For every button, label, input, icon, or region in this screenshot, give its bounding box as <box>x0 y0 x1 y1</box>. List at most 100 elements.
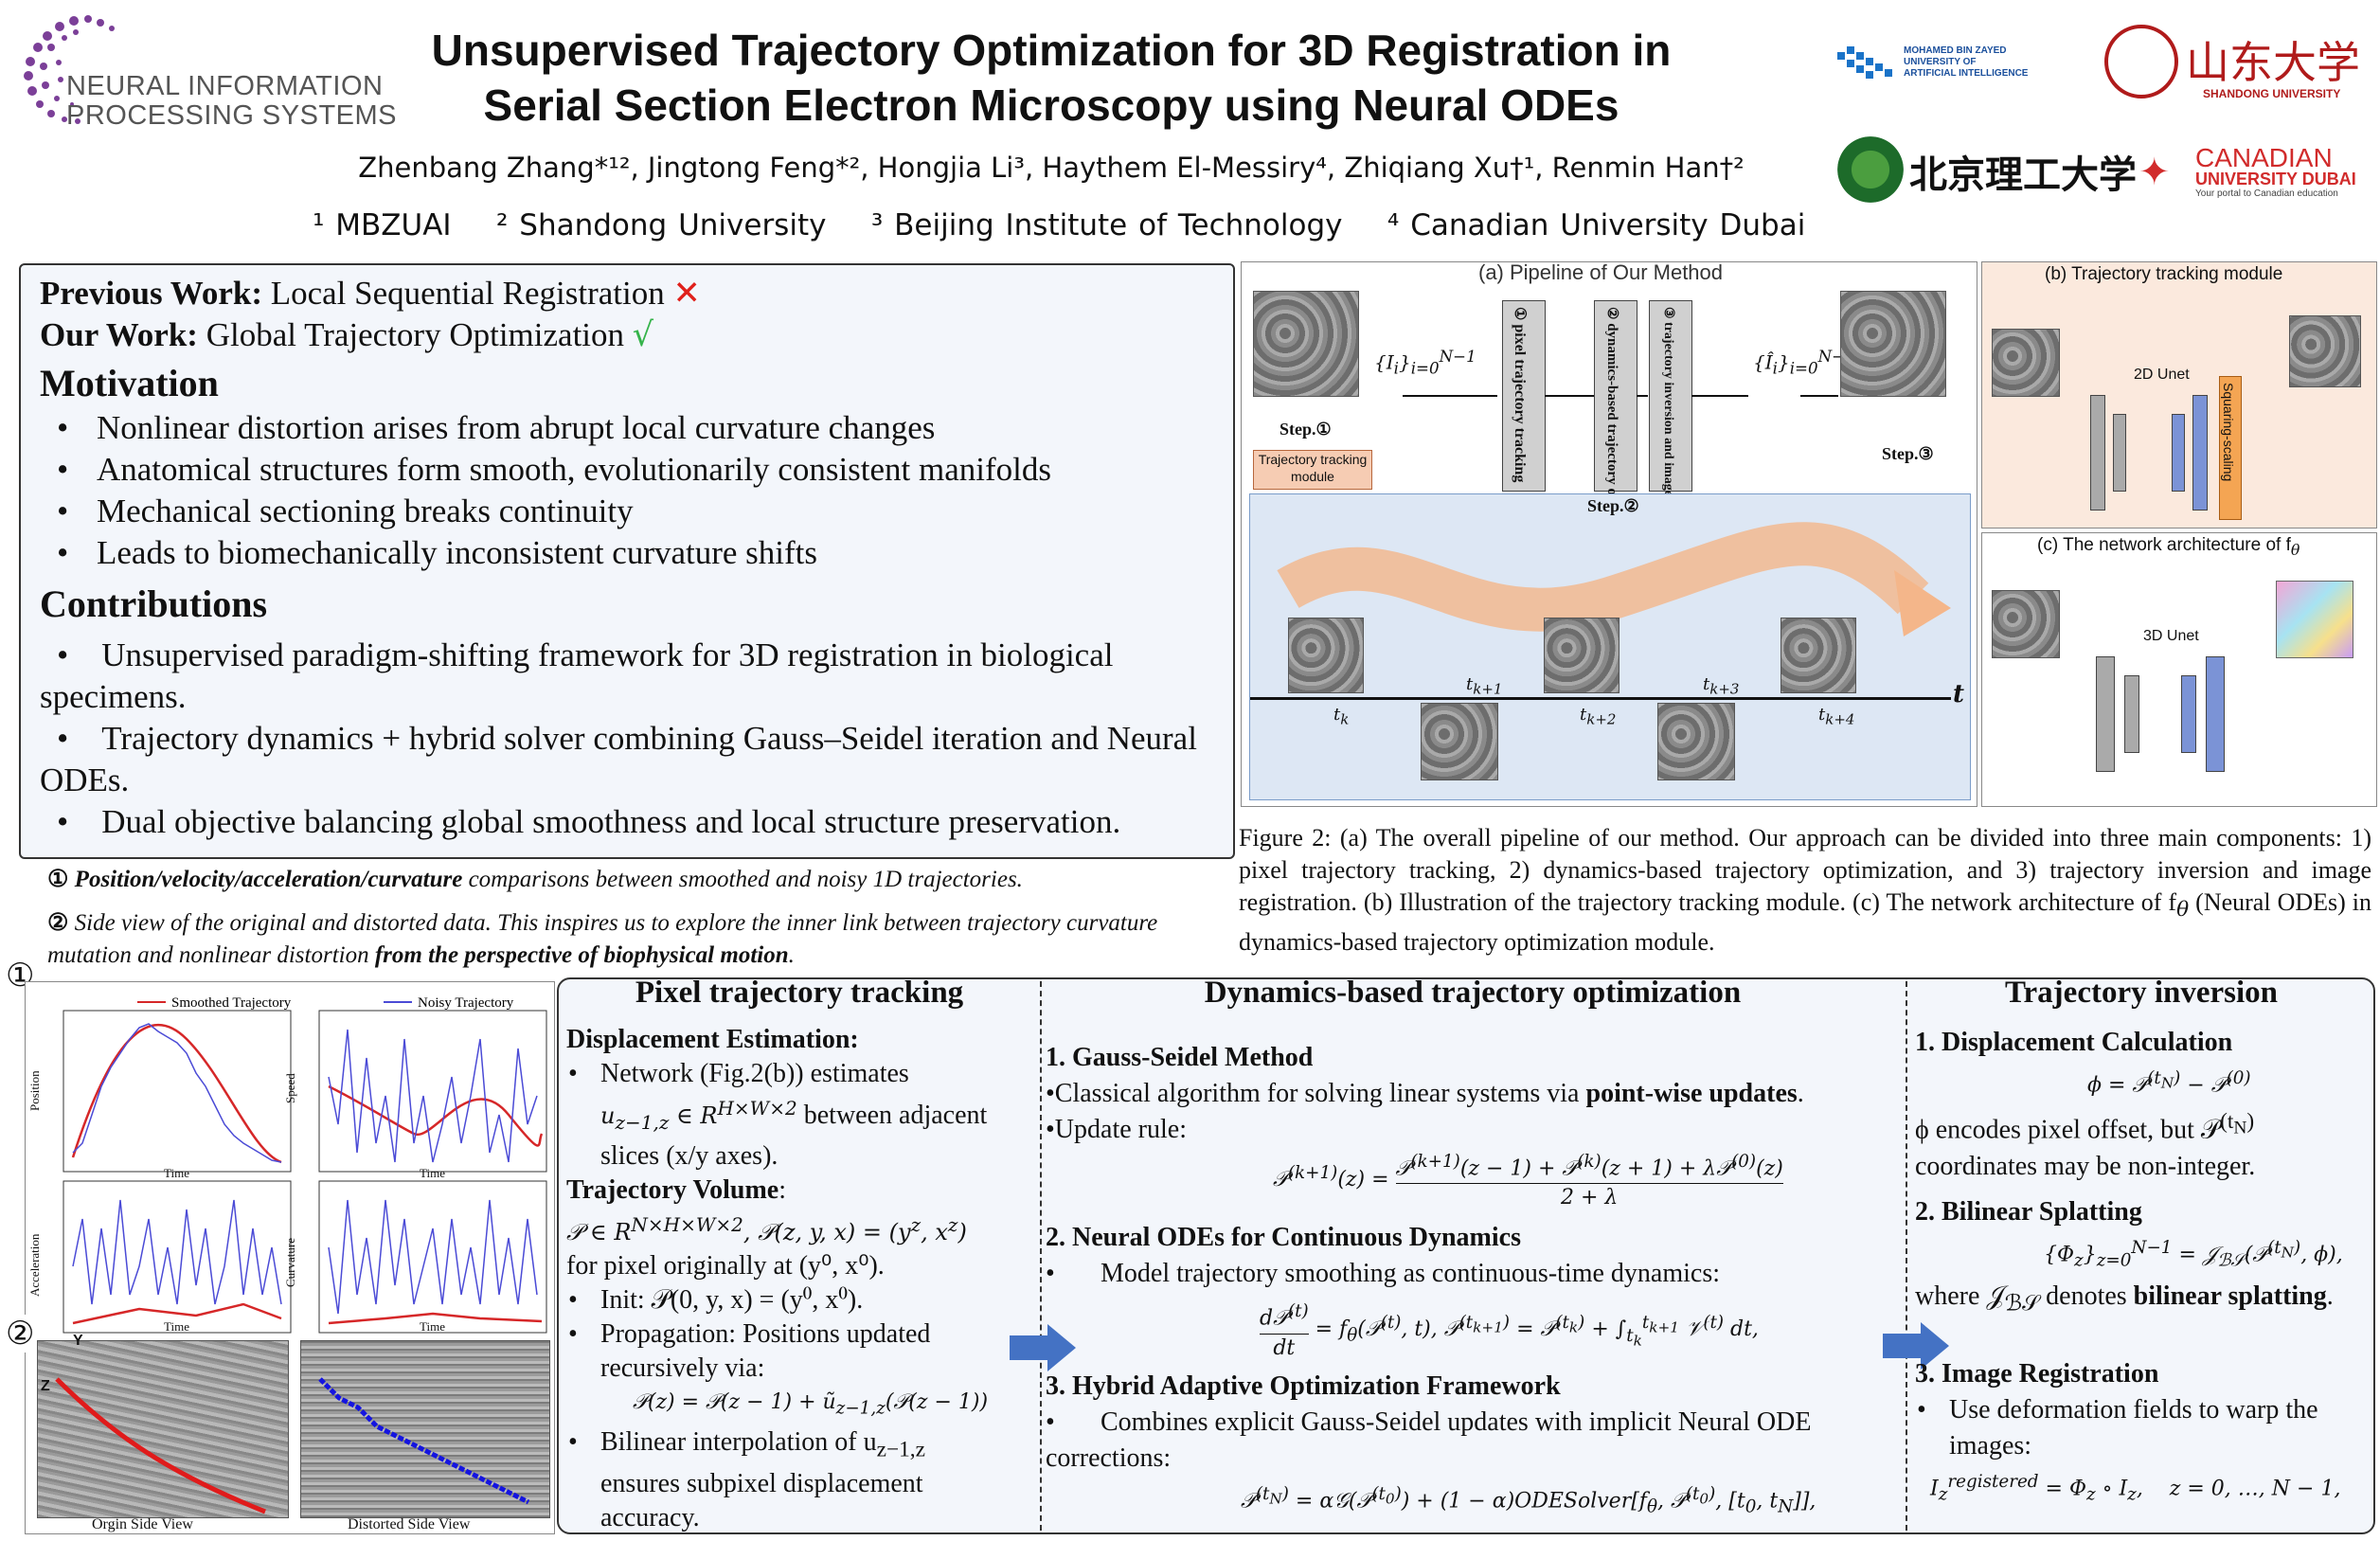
tick-tk2: tk+2 <box>1580 705 1617 728</box>
registration-item: • Use deformation fields to warp the ima… <box>1917 1394 2318 1460</box>
contribution-item: • Unsupervised paradigm-shifting framewo… <box>40 636 1114 715</box>
note2-text: Side view of the original and distorted … <box>47 910 1158 968</box>
ode-line1: •Model trajectory smoothing as continuou… <box>1046 1259 1720 1289</box>
contribution-text: Dual objective balancing global smoothne… <box>101 803 1121 840</box>
figure-2: (a) Pipeline of Our Method {Ii}i=0N−1 ① … <box>1241 260 2377 811</box>
volume-tk1 <box>1421 703 1498 780</box>
step1-label: Step.① <box>1279 420 1332 439</box>
previous-work-label: Previous Work: <box>40 275 262 312</box>
vol-line: for pixel originally at (y⁰, x⁰). <box>566 1250 885 1281</box>
splatting-heading: 2. Bilinear Splatting <box>1915 1196 2142 1227</box>
gs-line1-bold: point-wise updates <box>1585 1079 1798 1108</box>
bs-line-bold: bilinear splatting <box>2133 1281 2327 1312</box>
input-volume-image <box>1253 291 1359 397</box>
note1-marker: ① <box>47 867 69 892</box>
panel-b-title: (b) Trajectory tracking module <box>2045 264 2283 284</box>
prop-line2: recursively via: <box>600 1353 765 1383</box>
disp-line2: between adjacent <box>803 1101 988 1130</box>
init-text: Init: 𝒫(0, y, x) = (y⁰, x⁰). <box>600 1284 864 1315</box>
ir-line2: images: <box>1949 1430 2032 1460</box>
disp-calc-line1: ϕ encodes pixel offset, but 𝒫(tN) <box>1915 1109 2255 1145</box>
step2-region: Step.② t tk tk+1 tk+2 tk+3 tk+4 <box>1249 493 1971 800</box>
axis-y-label: Y <box>73 1333 83 1349</box>
output-volume-image <box>1840 291 1946 397</box>
init-item: •Init: 𝒫(0, y, x) = (y⁰, x⁰). <box>568 1284 864 1315</box>
affiliation-3: ³ Beijing Institute of Technology <box>870 208 1343 242</box>
distorted-side-view <box>300 1340 550 1518</box>
stage-1-label: ① pixel trajectory tracking <box>1512 307 1528 483</box>
gs-line1: •Classical algorithm for solving linear … <box>1046 1079 1804 1108</box>
velocity-field-image <box>2276 581 2353 658</box>
affiliations: ¹ MBZUAI ² Shandong University ³ Beijing… <box>313 208 1805 242</box>
figure-note-1: ① Position/velocity/acceleration/curvatu… <box>47 864 1241 896</box>
cud-tagline: Your portal to Canadian education <box>2195 188 2338 199</box>
registration-formula: Izregistered = Φz ∘ Iz, z = 0, …, N − 1, <box>1930 1471 2341 1505</box>
motivation-heading: Motivation <box>40 362 219 404</box>
panel-a: (a) Pipeline of Our Method {Ii}i=0N−1 ① … <box>1241 260 1977 807</box>
mbzuai-logo: MOHAMED BIN ZAYED UNIVERSITY OF ARTIFICI… <box>1837 38 2055 95</box>
axis-z-label: Z <box>41 1378 50 1394</box>
figure-note-2: ② Side view of the original and distorte… <box>47 907 1241 972</box>
ir-line1: Use deformation fields to warp the <box>1949 1394 2318 1425</box>
contribution-item: • Dual objective balancing global smooth… <box>57 803 1121 840</box>
unet2d-label: 2D Unet <box>2134 367 2190 383</box>
mbzuai-line1: MOHAMED BIN ZAYED <box>1904 45 2007 56</box>
caption-end: (Neural ODEs) in dynamics-based trajecto… <box>1239 888 2372 957</box>
plots-panel: Smoothed Trajectory Noisy Trajectory Pos… <box>25 981 555 1534</box>
column-divider-1 <box>1040 981 1042 1531</box>
disp-line1: Network (Fig.2(b)) estimates <box>600 1059 909 1088</box>
ylabel-acceleration: Acceleration <box>27 1233 42 1297</box>
propagation-item: • Propagation: Positions updated recursi… <box>568 1318 931 1383</box>
ylabel-position: Position <box>27 1070 42 1111</box>
propagation-formula: 𝒫(z) = 𝒫(z − 1) + ũz−1,z(𝒫(z − 1)) <box>633 1389 989 1419</box>
contribution-text: Trajectory dynamics + hybrid solver comb… <box>40 720 1197 798</box>
col1-title: Pixel trajectory tracking <box>635 976 964 1010</box>
bit-seal-icon <box>1837 136 1904 203</box>
affiliation-4: ⁴ Canadian University Dubai <box>1387 208 1806 242</box>
bilinear-item: • Bilinear interpolation of uz−1,z ensur… <box>568 1427 925 1532</box>
registration-heading: 3. Image Registration <box>1915 1358 2159 1389</box>
tracked-slice-image <box>2289 315 2361 387</box>
volume-tk <box>1288 618 1364 693</box>
splatting-line: where 𝒥ℬ𝒮 denotes bilinear splatting. <box>1915 1281 2334 1317</box>
figure-2-caption: Figure 2: (a) The overall pipeline of ou… <box>1239 824 2372 957</box>
plot-marker-2: ② <box>6 1315 35 1353</box>
neurips-dots-icon <box>24 15 115 124</box>
step2-label: Step.② <box>1587 496 1639 515</box>
step3-label: Step.③ <box>1882 444 1934 463</box>
hybrid-line1-text: Combines explicit Gauss-Seidel updates w… <box>1101 1407 1812 1437</box>
panel-c-title-text: (c) The network architecture of f <box>2037 535 2291 555</box>
neurips-line2: PROCESSING SYSTEMS <box>66 100 398 131</box>
mbzuai-line3: ARTIFICIAL INTELLIGENCE <box>1904 68 2029 79</box>
ode-formula: d𝒫(t)dt = fθ(𝒫(t), t), 𝒫(tk+1) = 𝒫(tk) +… <box>1046 1298 1904 1362</box>
dc-line1-text: ϕ encodes pixel offset, but 𝒫 <box>1915 1115 2221 1145</box>
trajectory-plots-chart: Smoothed Trajectory Noisy Trajectory <box>63 995 547 1334</box>
prop-line1: Propagation: Positions updated <box>600 1318 931 1349</box>
panel-c: (c) The network architecture of fθ 3D Un… <box>1981 532 2377 807</box>
hybrid-line1: •Combines explicit Gauss-Seidel updates … <box>1046 1407 1812 1437</box>
hybrid-formula: 𝒫(tN) = α𝒢(𝒫(t0)) + (1 − α)ODESolver[fθ,… <box>1241 1483 1816 1517</box>
tracking-module-box: Trajectory tracking module <box>1253 450 1372 490</box>
contributions-heading: Contributions <box>40 582 268 625</box>
displacement-text: • Network (Fig.2(b)) estimates uz−1,z ∈ … <box>568 1059 988 1171</box>
affiliation-1: ¹ MBZUAI <box>313 208 452 242</box>
origin-side-label: Orgin Side View <box>92 1516 193 1532</box>
slice-pair-image <box>1992 329 2060 397</box>
stage-3-box: ③ trajectory inversion and image registr… <box>1649 300 1692 565</box>
note2-end: . <box>788 942 795 968</box>
stage-1-box: ① pixel trajectory tracking <box>1502 300 1546 492</box>
neural-ode-heading: 2. Neural ODEs for Continuous Dynamics <box>1046 1223 1521 1253</box>
mbzuai-line2: UNIVERSITY OF <box>1904 57 1977 67</box>
sdu-cn-name: 山东大学 <box>2186 37 2360 88</box>
disp-line3: slices (x/y axes). <box>600 1140 778 1171</box>
unet3d-label: 3D Unet <box>2143 628 2199 644</box>
note1-bold: Position/velocity/acceleration/curvature <box>74 867 463 892</box>
tick-tk1: tk+1 <box>1466 674 1503 698</box>
method-panel <box>557 977 2375 1534</box>
volume-tk2 <box>1544 618 1619 693</box>
cross-icon: ✕ <box>672 275 701 313</box>
panel-c-input-volume <box>1992 590 2060 658</box>
our-work-line: Our Work: Global Trajectory Optimization… <box>40 314 1214 356</box>
contribution-text: Unsupervised paradigm-shifting framework… <box>40 636 1114 715</box>
volume-tk3 <box>1657 703 1735 780</box>
